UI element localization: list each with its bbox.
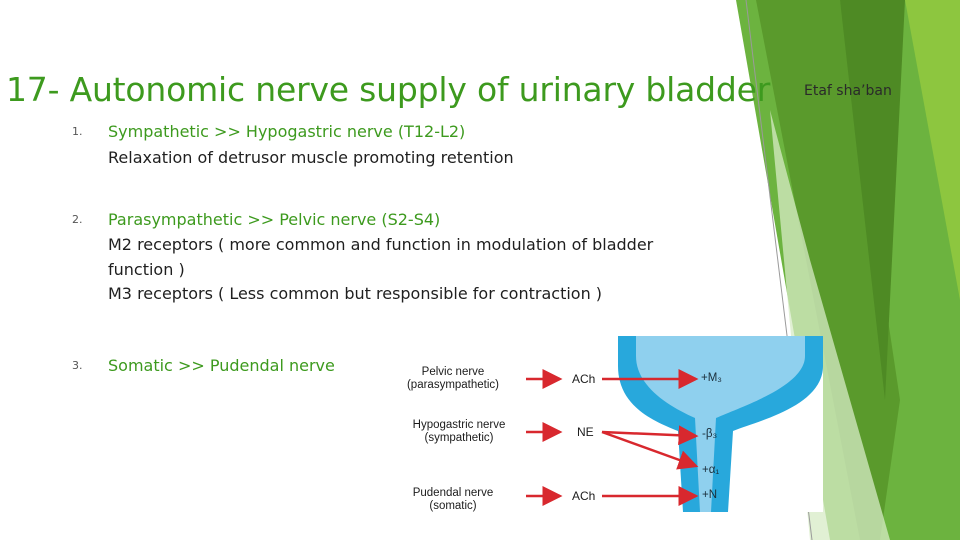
bladder-illustration	[526, 336, 823, 512]
hypogastric-arrow-2	[601, 425, 699, 446]
list-heading: Sympathetic >> Hypogastric nerve (T12-L2…	[108, 122, 466, 141]
receptor-beta3: -β₃	[702, 428, 718, 440]
author-name: Etaf sha’ban	[804, 83, 892, 99]
list-number: 2.	[72, 213, 83, 226]
nerve-type: (sympathetic)	[424, 432, 494, 444]
transmitter-ach-pudendal: ACh	[572, 489, 596, 503]
green-band-dark	[840, 0, 905, 400]
receptor-m3: +M₃	[701, 372, 722, 384]
list-heading: Somatic >> Pudendal nerve	[108, 356, 335, 375]
transmitter-ach-pelvic: ACh	[572, 372, 596, 386]
transmitter-ne: NE	[577, 425, 594, 439]
nerve-name: Pudendal nerve	[412, 487, 494, 499]
nerve-name: Pelvic nerve	[421, 366, 485, 378]
receptor-alpha1: +α₁	[702, 464, 720, 476]
list-text-line: M3 receptors ( Less common but responsib…	[108, 284, 603, 303]
figure-label-pelvic: Pelvic nerve (parasympathetic)	[398, 366, 508, 392]
hypogastric-arrow-3	[601, 430, 699, 470]
nerve-name: Hypogastric nerve	[412, 419, 506, 431]
receptor-n: +N	[702, 489, 718, 501]
nerve-type: (parasympathetic)	[406, 379, 500, 391]
list-number: 1.	[72, 125, 83, 138]
list-text-line: M2 receptors ( more common and function …	[108, 235, 654, 254]
slide-title: 17- Autonomic nerve supply of urinary bl…	[6, 70, 771, 109]
list-text-line: Relaxation of detrusor muscle promoting …	[108, 148, 514, 167]
green-band-light	[905, 0, 960, 300]
list-heading: Parasympathetic >> Pelvic nerve (S2-S4)	[108, 210, 441, 229]
green-band-mid	[756, 0, 900, 540]
figure-label-pudendal: Pudendal nerve (somatic)	[398, 487, 508, 512]
list-number: 3.	[72, 359, 83, 372]
nerve-type: (somatic)	[429, 500, 477, 512]
figure-label-hypogastric: Hypogastric nerve (sympathetic)	[398, 419, 520, 445]
list-text-line: function )	[108, 260, 185, 279]
bladder-innervation-figure: Pelvic nerve (parasympathetic) Hypogastr…	[378, 336, 823, 512]
